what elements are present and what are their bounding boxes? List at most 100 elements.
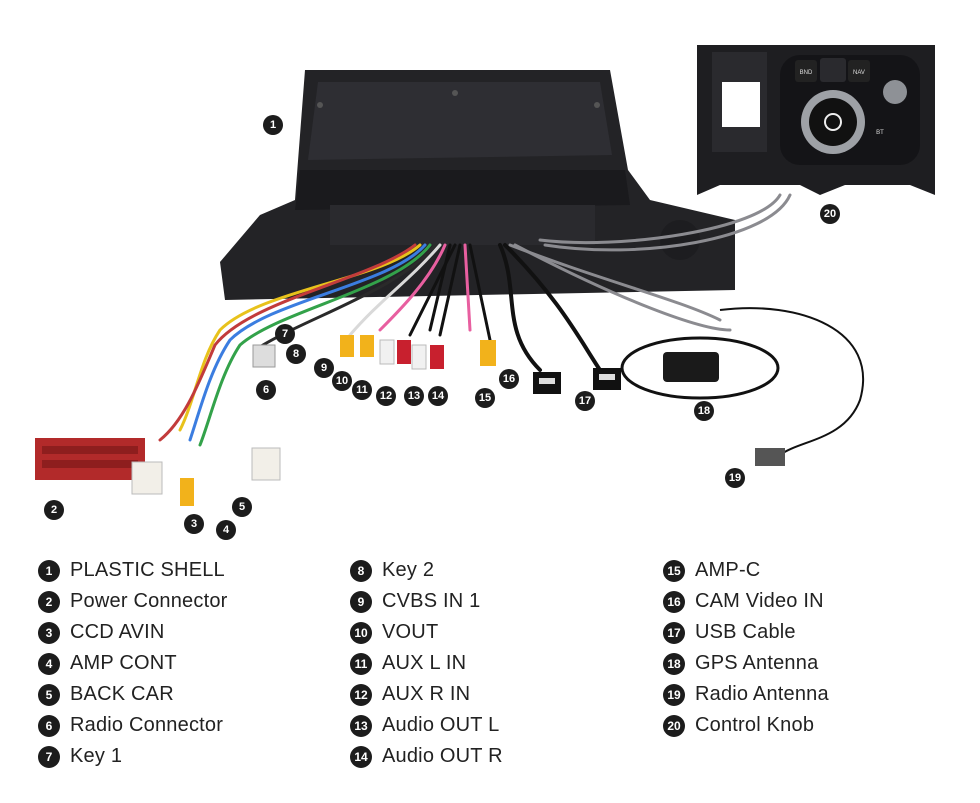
callout-4: 4 [216,520,236,540]
legend-number: 15 [663,559,685,582]
callout-12: 12 [376,386,396,406]
legend-item: 14 Audio OUT R [350,741,503,772]
legend-number: 6 [38,714,60,737]
callout-13: 13 [404,386,424,406]
svg-text:11: 11 [356,384,368,396]
legend-label: CCD AVIN [70,621,165,643]
legend-item: 3 CCD AVIN [38,617,228,648]
legend-label: AMP-C [695,559,761,581]
svg-text:18: 18 [698,405,710,417]
callout-5: 5 [232,497,252,517]
callout-2: 2 [44,500,64,520]
legend-number: 2 [38,590,60,613]
legend-label: USB Cable [695,621,796,643]
legend-column-1: 1 PLASTIC SHELL 2 Power Connector 3 CCD AVI… [38,555,228,772]
legend-item: 2 Power Connector [38,586,228,617]
control-knob-panel: BND NAV BT [697,45,935,195]
svg-text:4: 4 [223,524,230,536]
legend-number: 19 [663,683,685,706]
legend-label: Key 1 [70,745,123,767]
legend-label: Audio OUT R [382,745,503,767]
legend-item: 6 Radio Connector [38,710,228,741]
svg-text:12: 12 [380,390,392,402]
legend-item: 16 CAM Video IN [663,586,829,617]
svg-text:9: 9 [321,362,327,374]
svg-text:1: 1 [270,119,276,131]
gps-antenna [620,336,780,400]
legend-label: Key 2 [382,559,435,581]
legend-label: AUX L IN [382,652,467,674]
callout-3: 3 [184,514,204,534]
back-car-plug [251,447,281,481]
legend-item: 15 AMP-C [663,555,829,586]
svg-text:19: 19 [729,472,741,484]
legend-label: AUX R IN [382,683,471,705]
callout-15: 15 [475,388,495,408]
callout-14: 14 [428,386,448,406]
nav-label: NAV [853,70,865,76]
legend-label: Radio Antenna [695,683,829,705]
legend-number: 3 [38,621,60,644]
legend-number: 20 [663,714,685,737]
legend-item: 1 PLASTIC SHELL [38,555,228,586]
svg-text:13: 13 [408,390,420,402]
legend-number: 16 [663,590,685,613]
harness-plug [131,461,163,495]
wiring-diagram: BND NAV BT 1 2 3 4 5 6 7 8 9 10 11 12 13… [35,45,935,540]
callout-17: 17 [575,391,595,411]
legend-number: 5 [38,683,60,706]
legend-label: Radio Connector [70,714,224,736]
legend-number: 7 [38,745,60,768]
legend-number: 17 [663,621,685,644]
callout-16: 16 [499,369,519,389]
radio-connector-plug [252,344,276,368]
legend-item: 7 Key 1 [38,741,228,772]
legend-number: 1 [38,559,60,582]
svg-text:20: 20 [824,208,836,220]
legend-item: 8 Key 2 [350,555,503,586]
svg-text:15: 15 [479,392,491,404]
svg-text:3: 3 [191,518,197,530]
svg-text:8: 8 [293,348,299,360]
callout-6: 6 [256,380,276,400]
legend-item: 19 Radio Antenna [663,679,829,710]
usb-connectors [533,368,621,394]
svg-text:6: 6 [263,384,269,396]
legend-label: CVBS IN 1 [382,590,481,612]
bnd-label: BND [800,70,813,76]
legend-number: 11 [350,652,372,675]
callout-9: 9 [314,358,334,378]
ccd-avin-rca [180,478,194,506]
legend-item: 11 AUX L IN [350,648,503,679]
legend-label: AMP CONT [70,652,177,674]
rca-connectors [340,335,496,370]
svg-text:16: 16 [503,373,515,385]
legend-label: PLASTIC SHELL [70,559,225,581]
callout-8: 8 [286,344,306,364]
callout-18: 18 [694,401,714,421]
radio-antenna [719,307,865,466]
callout-19: 19 [725,468,745,488]
legend-label: VOUT [382,621,439,643]
cable-bundle [158,193,792,447]
callout-20: 20 [820,204,840,224]
legend-label: Power Connector [70,590,228,612]
power-connector [35,438,145,480]
svg-text:7: 7 [282,328,288,340]
legend-number: 18 [663,652,685,675]
legend-item: 17 USB Cable [663,617,829,648]
legend-number: 8 [350,559,372,582]
legend-number: 9 [350,590,372,613]
legend-label: CAM Video IN [695,590,824,612]
plastic-shell [220,70,735,300]
callout-7: 7 [275,324,295,344]
legend-number: 14 [350,745,372,768]
